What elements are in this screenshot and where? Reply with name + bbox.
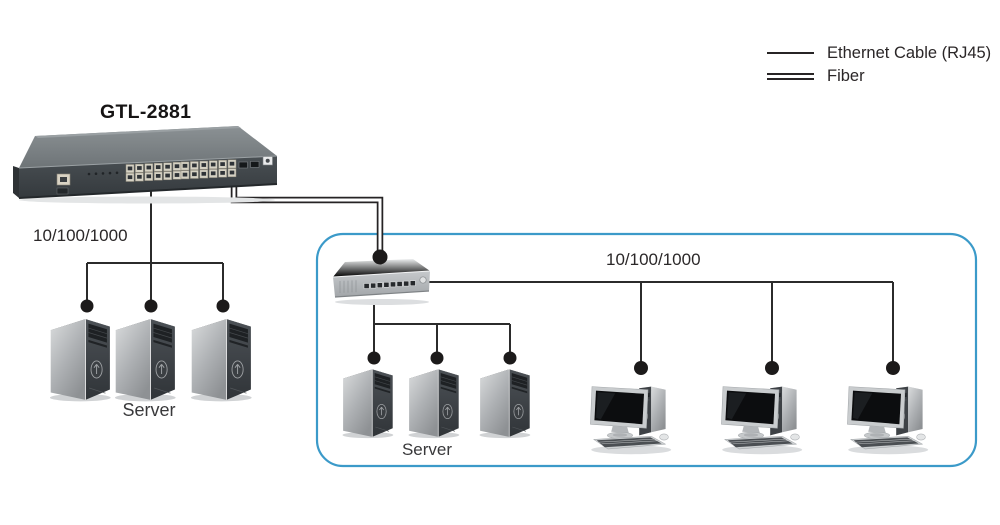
connection-dot bbox=[503, 351, 517, 365]
desktop-pc-icon bbox=[847, 386, 929, 455]
connection-dots bbox=[80, 249, 900, 375]
connection-dot bbox=[430, 351, 444, 365]
ethernet-link-left-servers bbox=[86, 190, 224, 306]
lan-boundary-box bbox=[315, 232, 978, 468]
server-icon bbox=[342, 368, 394, 439]
fiber-legend-label: Fiber bbox=[827, 66, 865, 85]
server-icon bbox=[408, 368, 460, 439]
workstation-group bbox=[590, 386, 929, 455]
workgroup-switch-icon bbox=[332, 258, 431, 306]
legend-row-ethernet: Ethernet Cable (RJ45) bbox=[767, 43, 991, 63]
connection-dot bbox=[144, 299, 158, 313]
connection-dot bbox=[634, 361, 648, 375]
ethernet-line-swatch bbox=[767, 52, 814, 54]
server-icon bbox=[190, 318, 253, 402]
connection-dot bbox=[765, 361, 779, 375]
server-icon bbox=[49, 318, 112, 402]
server-icon bbox=[114, 318, 177, 402]
desktop-pc-icon bbox=[721, 386, 803, 455]
connection-dot bbox=[372, 249, 388, 265]
ethernet-link-lan-servers bbox=[373, 303, 511, 358]
left-servers-label: Server bbox=[122, 400, 176, 420]
legend: Ethernet Cable (RJ45) Fiber bbox=[767, 43, 991, 89]
desktop-pc-icon bbox=[590, 386, 672, 455]
main-switch-icon bbox=[13, 126, 277, 204]
lan-speed-label: 10/100/1000 bbox=[606, 250, 701, 269]
ethernet-cable-lines bbox=[86, 190, 894, 368]
ethernet-link-workstations bbox=[428, 281, 894, 368]
legend-row-fiber: Fiber bbox=[767, 66, 991, 86]
fiber-line-swatch bbox=[767, 72, 814, 80]
server-icon bbox=[479, 368, 531, 439]
connection-dot bbox=[367, 351, 381, 365]
switch-model-label: GTL-2881 bbox=[100, 101, 192, 123]
fiber-link-line bbox=[230, 183, 384, 255]
ethernet-legend-label: Ethernet Cable (RJ45) bbox=[827, 43, 992, 62]
connection-dot bbox=[216, 299, 230, 313]
left-server-group bbox=[49, 318, 253, 402]
connection-dot bbox=[886, 361, 900, 375]
connection-dot bbox=[80, 299, 94, 313]
left-speed-label: 10/100/1000 bbox=[33, 226, 128, 245]
lan-server-group bbox=[342, 368, 531, 439]
lan-servers-label: Server bbox=[401, 440, 453, 459]
